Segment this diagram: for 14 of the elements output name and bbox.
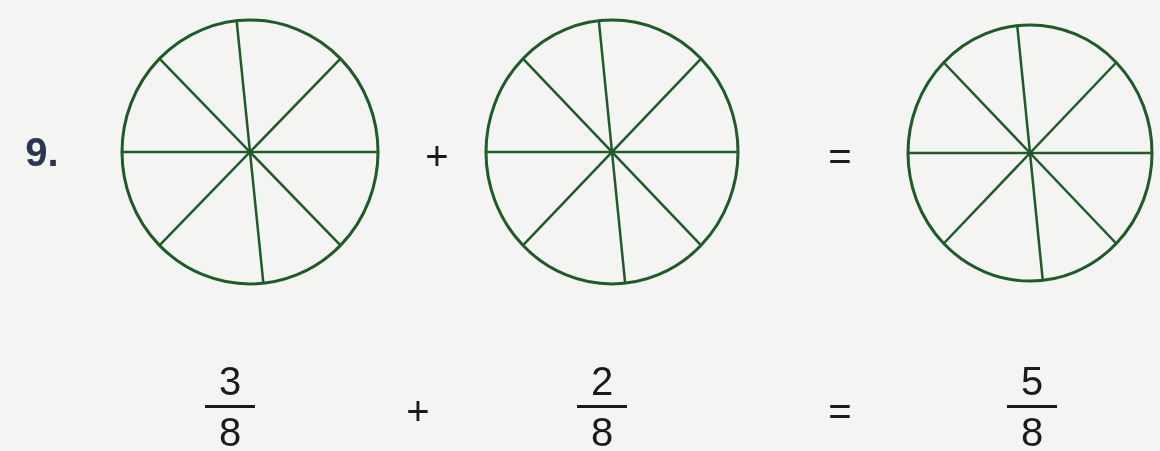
plus-sign: + bbox=[406, 389, 430, 433]
fraction-circle bbox=[906, 23, 1154, 283]
fraction-circle bbox=[120, 18, 380, 286]
denominator: 8 bbox=[1020, 410, 1044, 451]
equals-sign: = bbox=[828, 134, 852, 178]
fraction-circle bbox=[484, 18, 740, 286]
plus-sign: + bbox=[425, 134, 449, 178]
denominator: 8 bbox=[218, 410, 242, 451]
numerator: 3 bbox=[218, 359, 242, 403]
denominator: 8 bbox=[590, 410, 614, 451]
numerator: 5 bbox=[1020, 359, 1044, 403]
numerator: 2 bbox=[590, 359, 614, 403]
question-number: 9. bbox=[25, 130, 59, 174]
equals-sign: = bbox=[828, 389, 852, 433]
